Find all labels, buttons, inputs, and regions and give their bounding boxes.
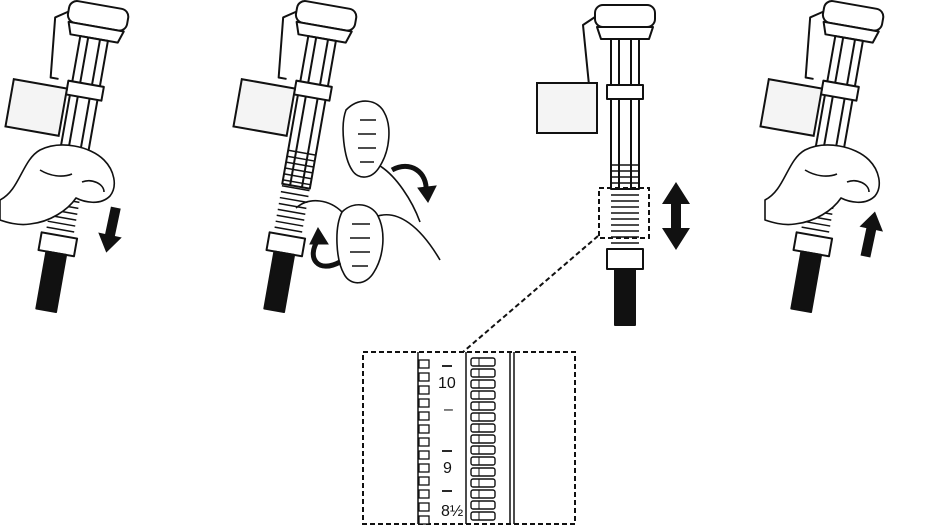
scale-detail-enlargement: 10 – 9 8½ [362,351,576,525]
scale-label-10: 10 [438,375,456,392]
scale-notch [418,502,430,512]
coil-link [470,467,496,477]
fill-valve-illustration [536,4,656,326]
scale-notch [418,398,430,408]
arrow-up-icon [859,211,883,258]
step-1-panel [0,0,130,314]
step-3-panel [462,4,690,353]
coil-link [470,500,496,510]
scale-notches [418,359,430,525]
hand-illustration [0,144,116,226]
float-cup [232,78,297,137]
coil-link [470,412,496,422]
lower-hand-illustration [295,200,441,284]
scale-notch [418,515,430,525]
rotate-arrow-upper-icon [390,163,437,203]
coil-link [470,478,496,488]
scale-label-8-half: 8½ [441,503,463,520]
scale-notch [418,450,430,460]
coil-link [470,368,496,378]
coil-link [470,434,496,444]
coil-link [470,511,496,521]
coil-link [470,423,496,433]
coil-link [470,379,496,389]
float-cup [759,78,824,137]
detail-callout-box [598,187,650,239]
fill-valve-illustration [232,0,358,314]
coil-link [470,390,496,400]
upper-hand-illustration [342,100,421,223]
spring-coil [470,357,496,521]
scale-ticks [442,365,452,492]
scale-notch [418,489,430,499]
scale-notch [418,437,430,447]
float-cup [536,82,598,134]
coil-link [470,357,496,367]
step-2-panel [232,0,441,314]
scale-label-dash: – [444,401,453,418]
scale-notch [418,372,430,382]
coil-link [470,456,496,466]
arrow-down-icon [98,206,122,253]
scale-notch [418,476,430,486]
coil-link [470,445,496,455]
coil-link [470,401,496,411]
scale-detail-frame [362,351,576,525]
scale-notch [418,359,430,369]
fill-valve-illustration [4,0,130,314]
scale-label-9: 9 [443,460,452,477]
scale-notch [418,385,430,395]
scale-notch [418,411,430,421]
scale-notch [418,424,430,434]
rotate-arrow-lower-icon [309,226,342,269]
float-cup [4,78,69,137]
arrow-up-down-icon [662,182,690,250]
callout-leader-line [462,235,599,353]
coil-link [470,489,496,499]
step-4-panel [759,0,885,314]
hand-illustration [764,144,881,226]
scale-notch [418,463,430,473]
